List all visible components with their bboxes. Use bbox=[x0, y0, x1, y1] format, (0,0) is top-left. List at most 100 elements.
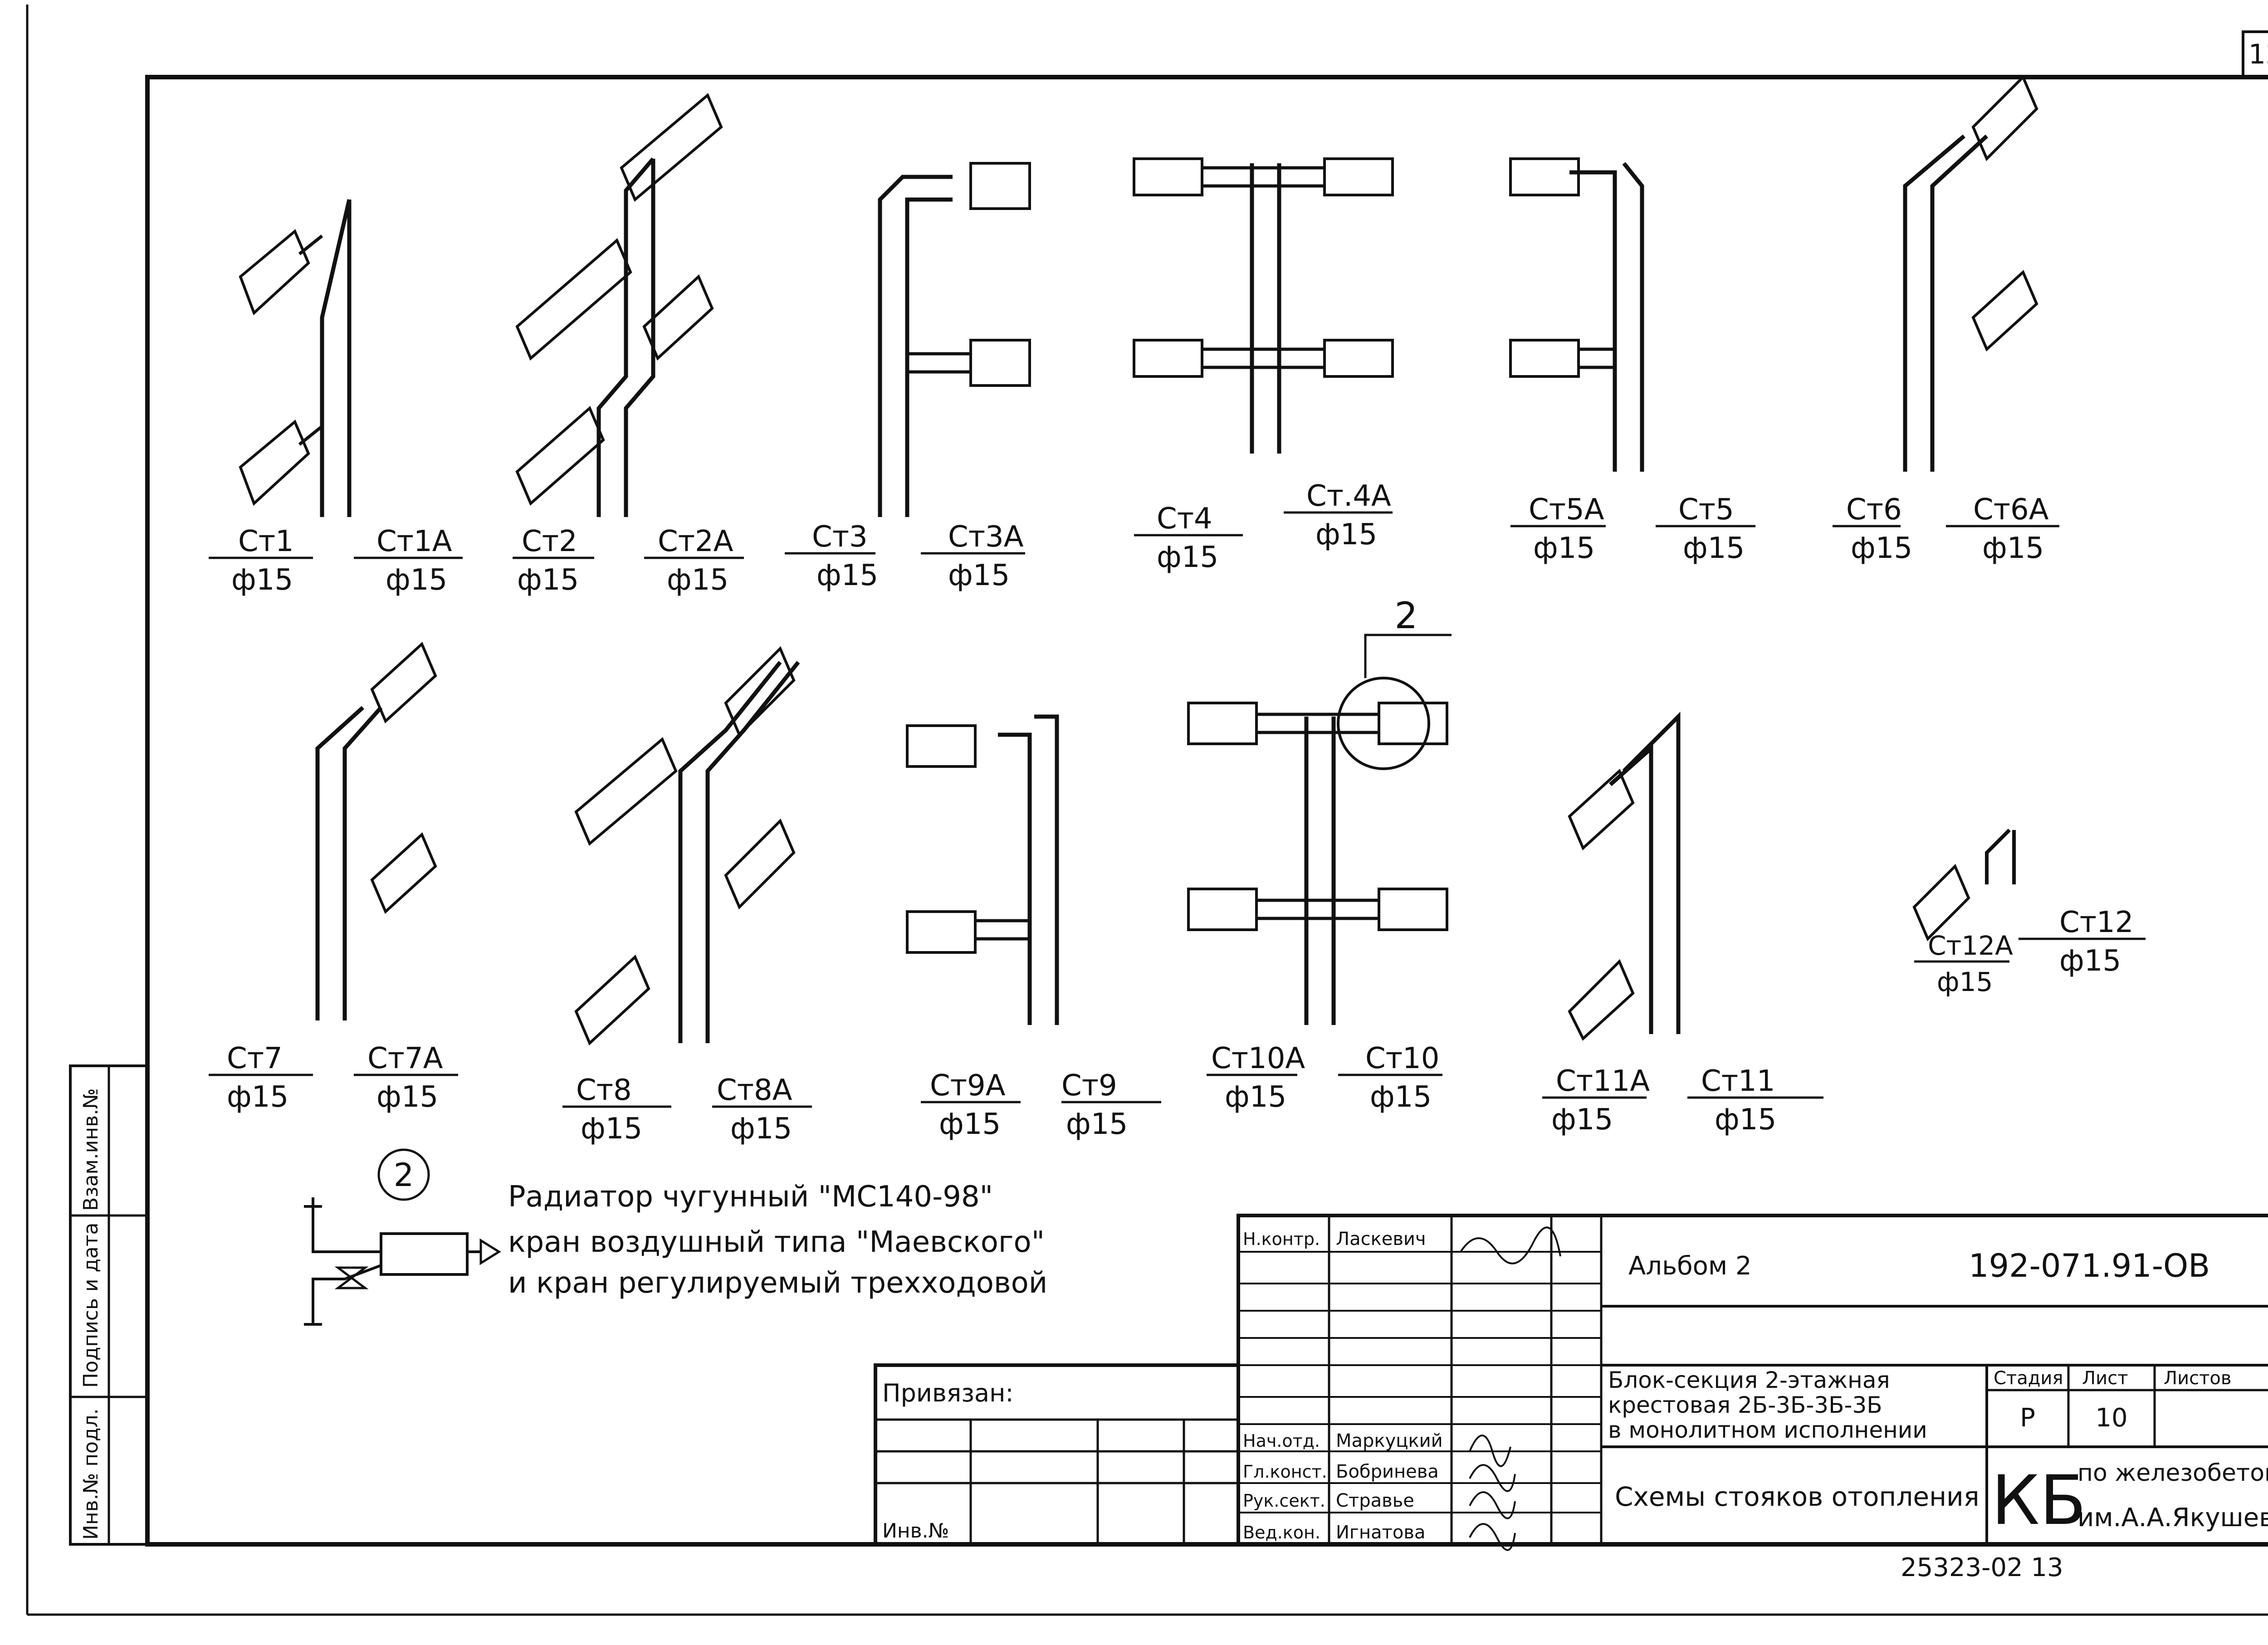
detail-callout-number: 2 bbox=[1395, 595, 1418, 637]
riser-label: Ст10 bbox=[1365, 1042, 1439, 1075]
signer-role: Вед.кон. bbox=[1243, 1523, 1320, 1542]
side-stamp-vzam: Взам.инв.№ bbox=[79, 1088, 103, 1211]
riser-st1 bbox=[239, 199, 352, 517]
riser-st10: 2 bbox=[1187, 595, 1452, 1025]
sheet-number: 12 bbox=[2248, 39, 2268, 70]
riser-diameter: ф15 bbox=[386, 563, 447, 597]
labels-row2: Ст7 ф15 Ст7А ф15 Ст8 ф15 Ст8А ф15 Ст9А ф… bbox=[209, 906, 2146, 1146]
org-line-1: по железобетону bbox=[2077, 1460, 2268, 1487]
stage-header: Стадия bbox=[1994, 1368, 2063, 1389]
legend-number: 2 bbox=[394, 1157, 414, 1194]
riser-st8 bbox=[574, 646, 800, 1046]
riser-label: Ст10А bbox=[1211, 1042, 1305, 1075]
riser-diameter: ф15 bbox=[1225, 1080, 1286, 1114]
riser-label: Ст1А bbox=[376, 525, 452, 558]
detail-callout-circle bbox=[1337, 677, 1430, 770]
riser-label: Ст2 bbox=[522, 525, 577, 558]
riser-label: Ст7 bbox=[227, 1042, 283, 1075]
riser-diameter: ф15 bbox=[517, 563, 579, 597]
bottom-code: 25323-02 13 bbox=[1901, 1553, 2063, 1582]
riser-diameter: ф15 bbox=[948, 559, 1010, 592]
sheets-header: Листов bbox=[2164, 1368, 2231, 1389]
riser-label: Ст.4А bbox=[1306, 479, 1391, 513]
side-stamp-podpis: Подпись и дата bbox=[79, 1223, 103, 1388]
legend-line-1: Радиатор чугунный "МС140-98" bbox=[508, 1180, 993, 1214]
project-line-3: в монолитном исполнении bbox=[1608, 1417, 1927, 1443]
riser-diameter: ф15 bbox=[2059, 944, 2121, 978]
riser-st9 bbox=[906, 714, 1059, 1025]
sheet-number-box bbox=[2242, 30, 2268, 78]
album-label: Альбом 2 bbox=[1628, 1251, 1752, 1281]
signer-name: Бобринева bbox=[1336, 1461, 1439, 1482]
riser-label: Ст6 bbox=[1846, 493, 1902, 527]
legend-line-3: и кран регулируемый трехходовой bbox=[508, 1266, 1047, 1300]
riser-label: Ст5А bbox=[1529, 493, 1604, 527]
riser-diameter: ф15 bbox=[376, 1080, 438, 1114]
riser-label: Ст3А bbox=[948, 520, 1024, 554]
riser-diameter: ф15 bbox=[1683, 532, 1745, 565]
riser-diameter: ф15 bbox=[581, 1112, 642, 1146]
side-stamp-inv-podl: Инв.№ подл. bbox=[79, 1408, 103, 1540]
org-line-2: им.А.А.Якушева bbox=[2077, 1503, 2268, 1533]
signer-role: Рук.сект. bbox=[1243, 1491, 1325, 1511]
riser-diameter: ф15 bbox=[1982, 532, 2044, 565]
riser-label: Ст4 bbox=[1157, 502, 1212, 536]
riser-label: Ст11А bbox=[1556, 1064, 1650, 1098]
riser-label: Ст8А bbox=[717, 1074, 792, 1107]
signature bbox=[1469, 1464, 1516, 1492]
signer-name: Стравье bbox=[1336, 1490, 1414, 1511]
document-code: 192-071.91-ОВ bbox=[1969, 1247, 2210, 1284]
riser-label: Ст9 bbox=[1061, 1069, 1117, 1103]
riser-st12 bbox=[1912, 829, 2016, 942]
riser-diameter: ф15 bbox=[227, 1080, 288, 1114]
riser-label: Ст8 bbox=[576, 1074, 632, 1107]
signature bbox=[1469, 1491, 1516, 1519]
riser-st3 bbox=[878, 162, 1031, 517]
signer-name: Маркуцкий bbox=[1336, 1430, 1443, 1451]
project-line-1: Блок-секция 2-этажная bbox=[1608, 1367, 1890, 1393]
signature bbox=[1469, 1435, 1511, 1467]
riser-st2 bbox=[515, 93, 723, 517]
riser-label: Ст11 bbox=[1701, 1064, 1775, 1098]
riser-diameter: ф15 bbox=[1370, 1080, 1432, 1114]
riser-diameter: ф15 bbox=[1157, 541, 1218, 574]
stage-value: Р bbox=[2020, 1403, 2035, 1433]
signer-role: Н.контр. bbox=[1243, 1229, 1320, 1249]
riser-diameter: ф15 bbox=[1315, 518, 1377, 552]
legend-line-2: кран воздушный типа "Маевского" bbox=[508, 1225, 1045, 1259]
signature bbox=[1469, 1523, 1516, 1551]
riser-st7 bbox=[315, 641, 437, 1020]
air-valve-icon bbox=[479, 1238, 501, 1265]
riser-label: Ст12А bbox=[1928, 930, 2013, 961]
riser-diameter: ф15 bbox=[1551, 1103, 1613, 1137]
riser-st11 bbox=[1568, 712, 1681, 1041]
legend-number-circle bbox=[377, 1148, 430, 1201]
legend: 2 Радиатор чугунный "МС140-98" кран возд… bbox=[304, 1148, 1047, 1326]
riser-label: Ст1 bbox=[238, 525, 294, 558]
riser-st6 bbox=[1903, 74, 2038, 472]
side-stamp: Инв.№ подл. Подпись и дата Взам.инв.№ bbox=[69, 1064, 149, 1546]
drawing-frame bbox=[145, 75, 2268, 1547]
riser-diameter: ф15 bbox=[1533, 532, 1595, 565]
title-block: Привязан: Инв.№ Н.контр. Ласкевич Нач.от… bbox=[874, 1214, 2268, 1551]
riser-diameter: ф15 bbox=[730, 1112, 792, 1146]
three-way-valve-icon bbox=[334, 1266, 369, 1289]
sheet-title: Схемы стояков отопления bbox=[1615, 1481, 1980, 1512]
signer-name: Игнатова bbox=[1336, 1522, 1425, 1543]
riser-diameter: ф15 bbox=[1851, 532, 1912, 565]
riser-label: Ст7А bbox=[367, 1042, 443, 1075]
sheet-value: 10 bbox=[2095, 1403, 2127, 1433]
sheet-header: Лист bbox=[2082, 1368, 2128, 1389]
riser-diameter: ф15 bbox=[816, 559, 878, 592]
riser-label: Ст3 bbox=[812, 520, 868, 554]
riser-label: Ст9А bbox=[930, 1069, 1006, 1103]
signer-role: Нач.отд. bbox=[1243, 1431, 1320, 1451]
riser-diameter: ф15 bbox=[231, 563, 293, 597]
signature bbox=[1460, 1226, 1561, 1264]
legend-radiator-icon bbox=[380, 1232, 469, 1276]
riser-st4 bbox=[1133, 157, 1394, 454]
riser-diameter: ф15 bbox=[1937, 966, 1993, 997]
riser-label: Ст12 bbox=[2059, 906, 2133, 939]
riser-label: Ст5 bbox=[1678, 493, 1734, 527]
